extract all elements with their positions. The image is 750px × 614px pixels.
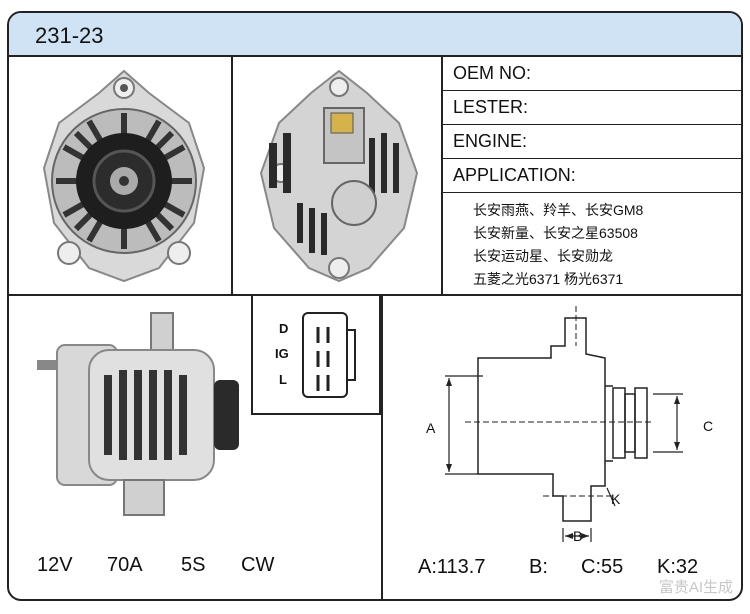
application-list: 长安雨燕、羚羊、长安GM8 长安新量、长安之星63508 长安运动星、长安勋龙 …: [443, 199, 741, 294]
dimension-a-value: A:113.7: [418, 556, 486, 578]
engine-row: ENGINE:: [443, 125, 741, 159]
title-bar: 231-23: [9, 13, 741, 57]
application-row: APPLICATION:: [443, 159, 741, 193]
dimension-drawing: A C K B: [383, 296, 741, 546]
engine-label: ENGINE:: [453, 131, 528, 151]
application-item: 长安雨燕、羚羊、长安GM8: [473, 202, 644, 218]
oem-row: OEM NO:: [443, 57, 741, 91]
divider: [381, 294, 383, 599]
alternator-rear-photo: [249, 63, 429, 288]
dimension-c-value: C:55: [581, 556, 624, 578]
application-label: APPLICATION:: [453, 165, 576, 185]
lester-label: LESTER:: [453, 97, 529, 117]
dim-label-c: C: [703, 418, 714, 434]
oem-label: OEM NO:: [453, 63, 532, 83]
dimension-b-value: B:: [529, 556, 548, 578]
watermark: 富贵AI生成: [658, 579, 733, 596]
spec-table: OEM NO: LESTER: ENGINE: APPLICATION: 长安雨…: [443, 57, 741, 294]
lester-row: LESTER:: [443, 91, 741, 125]
connector-diagram: D IG L: [251, 295, 381, 415]
product-card: 231-23: [7, 11, 743, 601]
application-item: 五菱之光6371 杨光6371: [473, 271, 624, 287]
divider: [441, 57, 443, 295]
part-number: 231-23: [35, 23, 104, 48]
dim-label-b: B: [573, 528, 583, 544]
dim-label-a: A: [426, 420, 436, 436]
dim-label-k: K: [611, 491, 621, 507]
application-item: 长安新量、长安之星63508: [473, 225, 638, 241]
voltage-rating: 12V: [37, 554, 73, 576]
pin-d-label: D: [279, 321, 289, 336]
alternator-side-photo: [29, 305, 249, 525]
application-item: 长安运动星、长安勋龙: [473, 248, 613, 264]
dimension-k-value: K:32: [657, 556, 699, 578]
divider: [231, 57, 233, 295]
pulley-spec: 5S: [181, 554, 206, 576]
rotation-direction: CW: [241, 554, 275, 576]
alternator-front-photo: [29, 63, 219, 288]
pin-l-label: L: [279, 372, 287, 387]
divider: [9, 294, 741, 296]
current-rating: 70A: [107, 554, 143, 576]
pin-ig-label: IG: [275, 346, 289, 361]
